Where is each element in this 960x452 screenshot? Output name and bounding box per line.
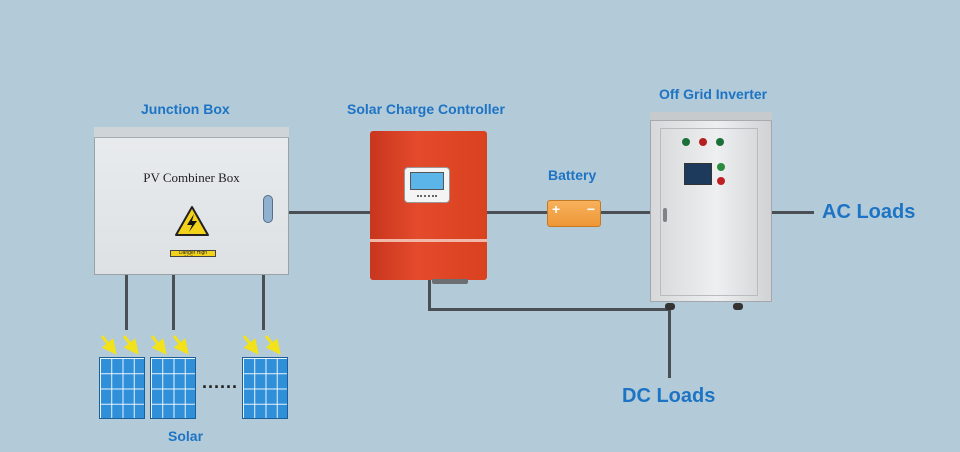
solar-charge-controller [370,131,487,284]
wire-panel-3 [262,275,265,330]
indicator-lamp-5 [717,177,725,185]
controller-band [370,239,487,242]
combiner-box-title: PV Combiner Box [143,170,240,185]
controller-screen [410,172,444,190]
solar-label: Solar [168,428,204,444]
controller-display [404,167,450,203]
inverter-door-handle [663,208,667,222]
battery-negative: − [586,201,595,217]
solar-panel-1 [99,357,145,419]
indicator-lamp-2 [699,138,707,146]
inverter-wheel-right [733,303,743,310]
sunlight-arrows-icon [100,335,281,355]
off-grid-inverter [650,112,772,310]
danger-plate: Danger High Voltage [170,250,216,257]
indicator-lamp-4 [717,163,725,171]
inverter-display [684,163,712,185]
controller-buttons [417,195,437,200]
ac-loads-label: AC Loads [822,201,916,223]
junction-box-label: Junction Box [141,101,230,117]
wire-controller-to-battery [487,211,547,214]
wire-junction-to-controller [289,211,370,214]
indicator-lamp-3 [716,138,724,146]
controller-terminals [432,279,468,284]
wire-panel-1 [125,275,128,330]
battery: + − [547,200,601,227]
inverter-label: Off Grid Inverter [659,86,768,102]
junction-box: PV Combiner Box Danger High Voltage [94,127,289,275]
indicator-lamp-1 [682,138,690,146]
dc-loads-label: DC Loads [622,385,716,407]
wire-inverter-to-ac-loads [772,211,814,214]
wire-battery-to-inverter [601,211,650,214]
wire-panel-2 [172,275,175,330]
wire-controller-down [428,280,431,310]
junction-box-lid [94,127,289,138]
wire-dc-down [668,308,671,378]
panel-ellipsis: ...... [202,372,239,392]
charge-controller-label: Solar Charge Controller [347,101,505,117]
inverter-wheel-left [665,303,675,310]
door-latch [263,195,273,223]
solar-panel-3 [242,357,288,419]
inverter-door [660,128,758,296]
wire-dc-horizontal [428,308,671,311]
battery-positive: + [552,201,561,217]
solar-panel-2 [150,357,196,419]
battery-label: Battery [548,167,597,183]
high-voltage-warning-icon [175,206,209,236]
inverter-top [650,112,772,121]
